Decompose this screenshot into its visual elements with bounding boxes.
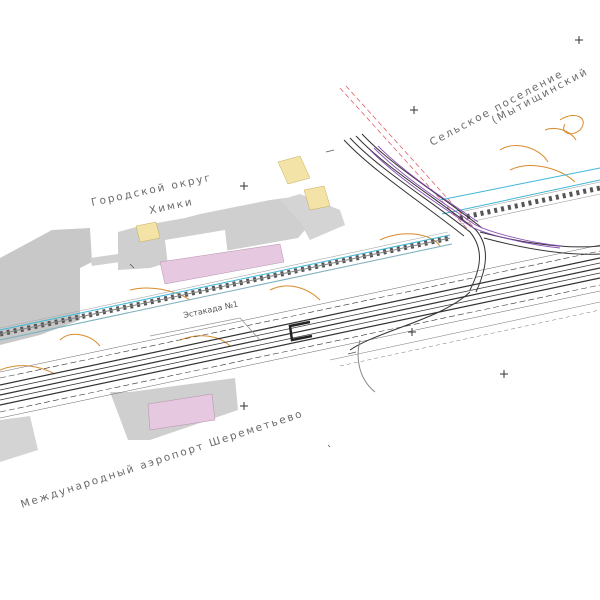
buildings-yellow <box>135 155 331 243</box>
overpass-upper <box>0 181 600 341</box>
interchange-ramp <box>343 133 600 393</box>
label-settlement-1: Сельское поселение <box>428 68 566 149</box>
ramp-purple <box>369 145 563 249</box>
terrain-contours <box>0 115 584 375</box>
boundary-red <box>339 85 477 233</box>
label-overpass: Эстакада №1 <box>183 300 239 320</box>
station-bracket <box>288 320 313 342</box>
label-district-khimki-1: Городской округ <box>90 172 213 209</box>
buildings-pink <box>147 243 285 431</box>
railway-main <box>0 244 600 419</box>
misc-marks <box>129 149 357 448</box>
grid-crosses <box>72 36 583 410</box>
label-district-khimki-2: Химки <box>148 196 195 217</box>
